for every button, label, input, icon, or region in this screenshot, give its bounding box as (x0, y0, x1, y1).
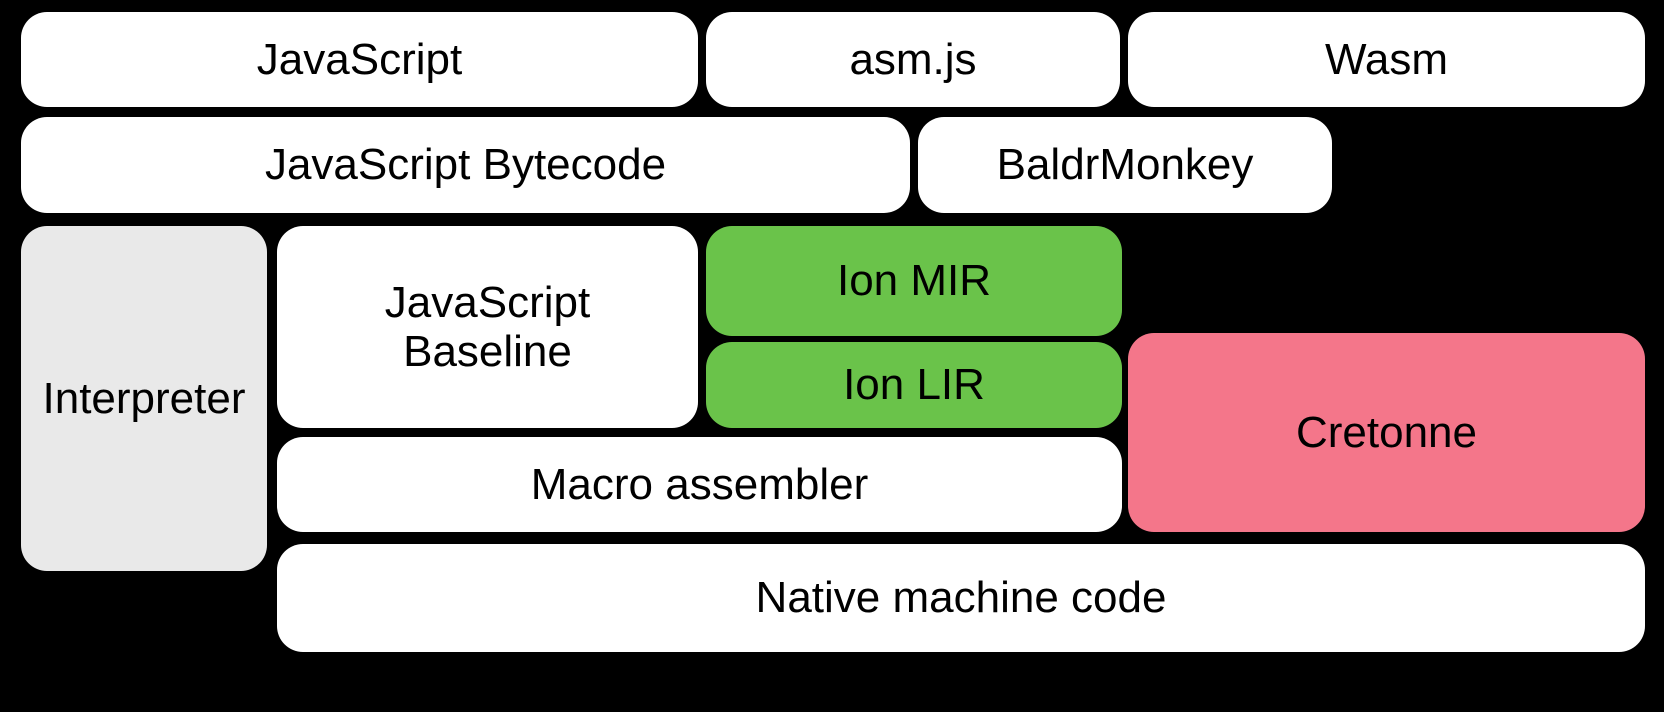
node-wasm[interactable]: Wasm (1128, 12, 1645, 107)
node-cretonne[interactable]: Cretonne (1128, 333, 1645, 532)
node-javascript-baseline[interactable]: JavaScript Baseline (277, 226, 698, 428)
node-label: Cretonne (1295, 407, 1477, 457)
node-label: Macro assembler (530, 459, 869, 509)
node-ion-lir[interactable]: Ion LIR (706, 342, 1122, 428)
node-label: Interpreter (42, 373, 246, 423)
node-native-machine-code[interactable]: Native machine code (277, 544, 1645, 652)
node-ion-mir[interactable]: Ion MIR (706, 226, 1122, 336)
node-asm-js[interactable]: asm.js (706, 12, 1120, 107)
node-label: JavaScript Baseline (384, 277, 591, 376)
node-label: Ion MIR (836, 256, 992, 306)
node-label: JavaScript (256, 34, 463, 84)
node-macro-assembler[interactable]: Macro assembler (277, 437, 1122, 532)
node-label: JavaScript Bytecode (264, 140, 667, 190)
node-javascript-bytecode[interactable]: JavaScript Bytecode (21, 117, 910, 213)
node-javascript[interactable]: JavaScript (21, 12, 698, 107)
node-baldrmonkey[interactable]: BaldrMonkey (918, 117, 1332, 213)
node-label: Ion LIR (843, 360, 985, 410)
node-label: asm.js (849, 34, 977, 84)
node-label: Native machine code (755, 573, 1167, 623)
node-interpreter[interactable]: Interpreter (21, 226, 267, 571)
node-label: Wasm (1324, 34, 1449, 84)
node-label: BaldrMonkey (996, 140, 1254, 190)
